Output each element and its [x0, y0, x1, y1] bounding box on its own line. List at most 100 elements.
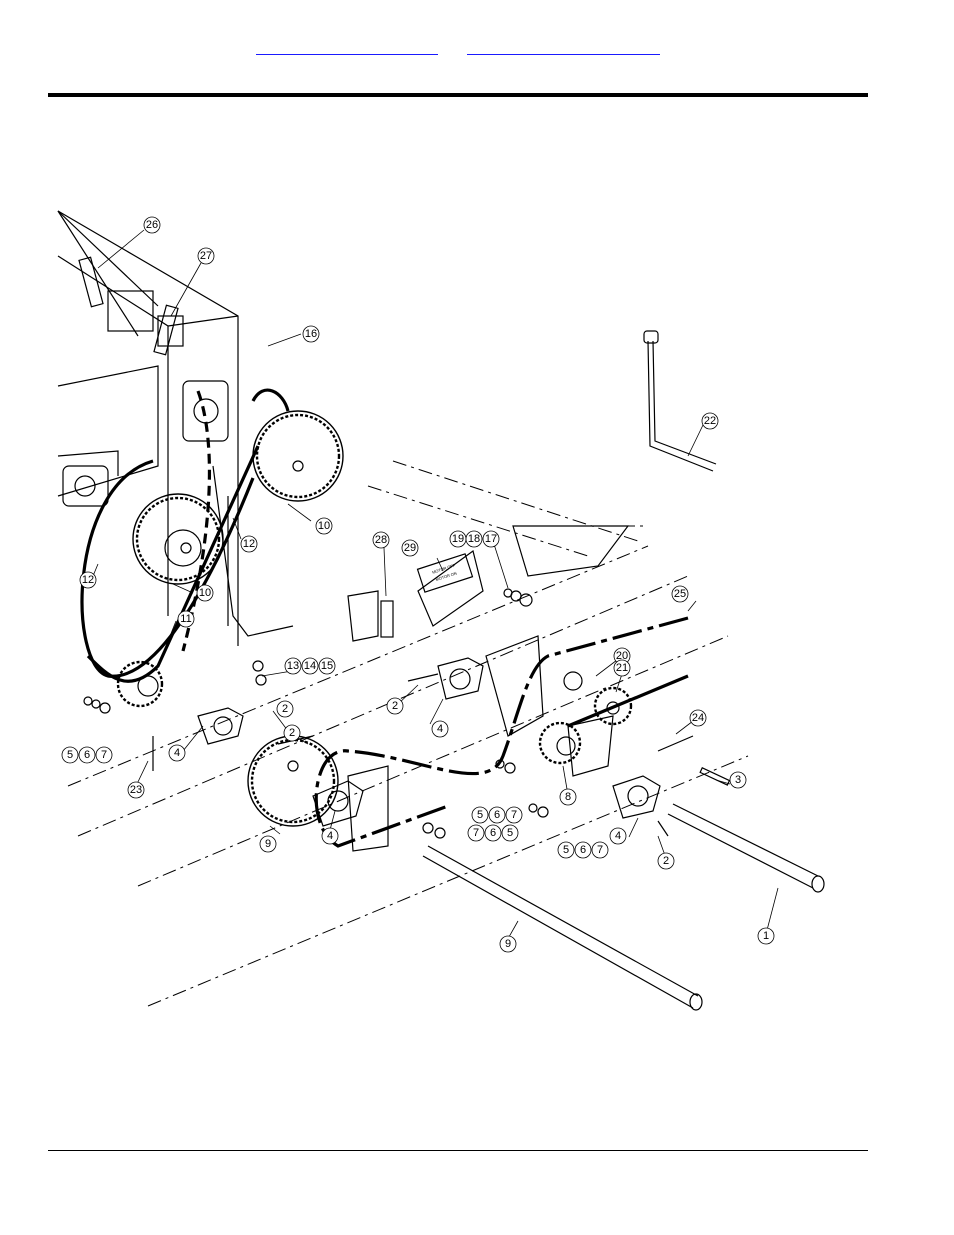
svg-text:9: 9: [265, 838, 271, 850]
callout-13: 13: [284, 657, 302, 675]
callout-2-d: 2: [657, 852, 675, 870]
callout-6-mid: 6: [488, 806, 506, 824]
svg-text:7: 7: [473, 827, 479, 839]
parts-diagram: 26 27 16 22 10 12 28 29 19 18 17 10 12 2…: [48, 196, 868, 1026]
callout-5-mid: 5: [471, 806, 489, 824]
svg-text:7: 7: [101, 749, 107, 761]
svg-text:6: 6: [494, 809, 500, 821]
svg-text:22: 22: [704, 415, 716, 427]
callout-8: 8: [559, 788, 577, 806]
top-link-1[interactable]: [256, 38, 438, 55]
callout-14: 14: [301, 657, 319, 675]
svg-text:16: 16: [305, 328, 317, 340]
svg-text:10: 10: [199, 587, 211, 599]
top-link-2[interactable]: [467, 38, 660, 55]
callout-10-upper: 10: [315, 517, 333, 535]
callout-18: 18: [465, 530, 483, 548]
callout-12-upper: 12: [240, 535, 258, 553]
svg-text:5: 5: [563, 844, 569, 856]
svg-text:9: 9: [505, 938, 511, 950]
svg-text:13: 13: [287, 660, 299, 672]
svg-text:2: 2: [282, 703, 288, 715]
callout-7-left: 7: [95, 746, 113, 764]
header-rule: [48, 93, 868, 97]
callout-22: 24: [689, 709, 707, 727]
svg-text:4: 4: [437, 723, 443, 735]
callout-17: 17: [482, 530, 500, 548]
svg-text:23: 23: [130, 784, 142, 796]
callout-4-b: 4: [431, 720, 449, 738]
callout-2-b: 2: [386, 697, 404, 715]
svg-text:8: 8: [565, 791, 571, 803]
callout-6-lower: 6: [484, 824, 502, 842]
callout-7-lower: 7: [467, 824, 485, 842]
callout-29: 29: [401, 539, 419, 557]
callout-21: 21: [613, 659, 631, 677]
callout-27: 27: [197, 247, 215, 265]
decal-text-on: MOTOR ON: [435, 571, 458, 583]
svg-text:5: 5: [67, 749, 73, 761]
svg-text:5: 5: [507, 827, 513, 839]
svg-text:21: 21: [616, 662, 628, 674]
callout-9: 9: [499, 935, 517, 953]
footer-rule: [48, 1150, 868, 1151]
svg-text:4: 4: [174, 747, 180, 759]
callout-11: 11: [177, 610, 195, 628]
svg-text:2: 2: [392, 700, 398, 712]
callout-23: 25: [671, 585, 689, 603]
svg-text:6: 6: [84, 749, 90, 761]
callout-5-lower: 5: [501, 824, 519, 842]
svg-text:17: 17: [485, 533, 497, 545]
callout-5-left: 5: [61, 746, 79, 764]
callout-24: 22: [701, 412, 719, 430]
svg-text:1: 1: [763, 930, 769, 942]
callout-4-c: 4: [321, 827, 339, 845]
callout-26: 26: [143, 216, 161, 234]
svg-text:12: 12: [243, 538, 255, 550]
callout-4-a: 4: [168, 744, 186, 762]
svg-text:3: 3: [735, 774, 741, 786]
svg-text:5: 5: [477, 809, 483, 821]
callout-3: 3: [729, 771, 747, 789]
svg-text:18: 18: [468, 533, 480, 545]
svg-text:24: 24: [692, 712, 704, 724]
svg-text:2: 2: [289, 727, 295, 739]
svg-text:6: 6: [580, 844, 586, 856]
callout-4-d: 4: [609, 827, 627, 845]
svg-text:6: 6: [490, 827, 496, 839]
callout-15: 15: [318, 657, 336, 675]
svg-text:14: 14: [304, 660, 316, 672]
callout-16: 16: [302, 325, 320, 343]
parts-diagram-drawing: 26 27 16 22 10 12 28 29 19 18 17 10 12 2…: [57, 210, 825, 1011]
svg-text:11: 11: [180, 613, 191, 625]
callout-10-middle: 10: [196, 584, 214, 602]
svg-text:10: 10: [318, 520, 330, 532]
svg-text:15: 15: [321, 660, 333, 672]
svg-text:29: 29: [404, 542, 416, 554]
callout-20: 20: [613, 647, 631, 665]
callout-6-left: 6: [78, 746, 96, 764]
callout-6-right: 6: [574, 841, 592, 859]
callout-2-c: 2: [283, 724, 301, 742]
svg-text:4: 4: [615, 830, 621, 842]
callout-10-lower: 9: [259, 835, 277, 853]
svg-text:12: 12: [82, 574, 94, 586]
svg-text:28: 28: [375, 534, 387, 546]
svg-text:7: 7: [597, 844, 603, 856]
callout-2-a: 2: [276, 700, 294, 718]
callout-28: 28: [372, 531, 390, 549]
callout-7-right: 7: [591, 841, 609, 859]
callout-1: 1: [757, 927, 775, 945]
svg-text:19: 19: [452, 533, 464, 545]
svg-text:4: 4: [327, 830, 333, 842]
svg-text:27: 27: [200, 250, 212, 262]
callout-25: 23: [127, 781, 145, 799]
callout-19: 19: [449, 530, 467, 548]
callout-12-left: 12: [79, 571, 97, 589]
callout-5-right: 5: [557, 841, 575, 859]
svg-text:26: 26: [146, 219, 158, 231]
svg-text:7: 7: [511, 809, 517, 821]
callout-7-mid: 7: [505, 806, 523, 824]
svg-text:20: 20: [616, 650, 628, 662]
svg-text:2: 2: [663, 855, 669, 867]
